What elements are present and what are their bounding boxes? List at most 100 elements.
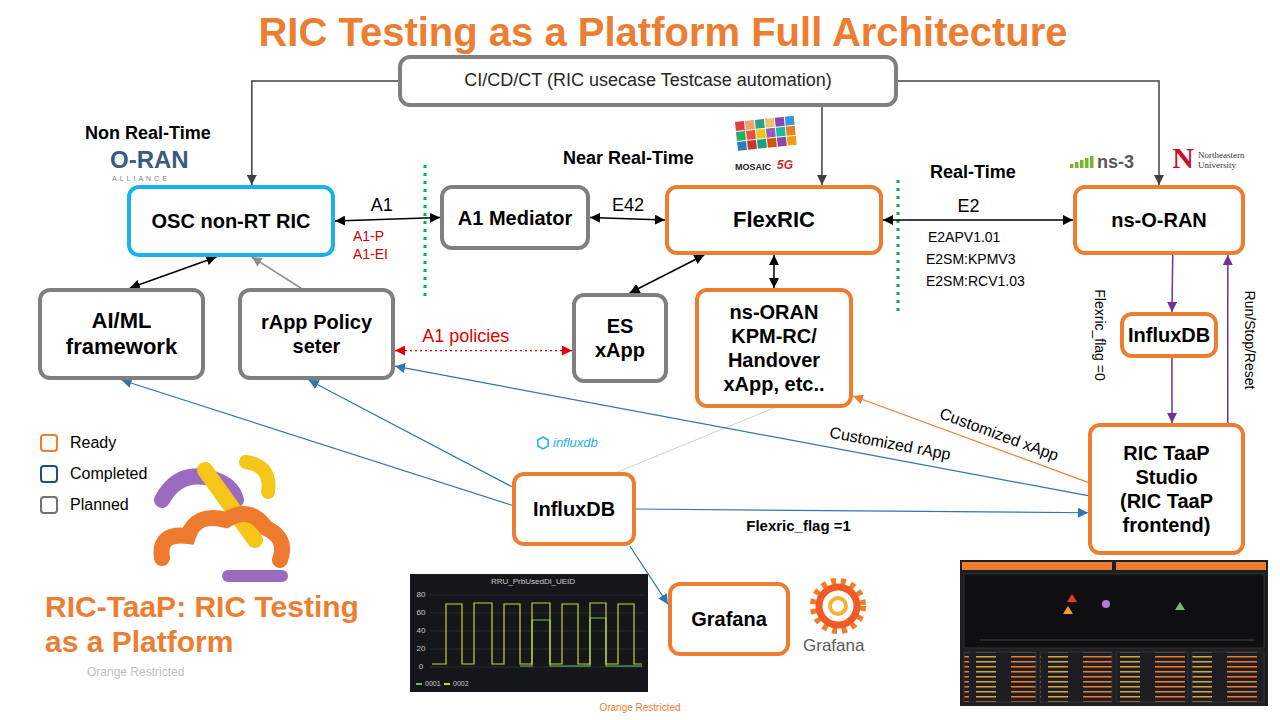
box-text: RIC TaaP Studio (RIC TaaP frontend): [1117, 441, 1217, 537]
connector: [252, 81, 398, 185]
legend-swatch: [40, 496, 58, 514]
logo-text: MOSAIC: [735, 162, 771, 172]
taap-logo: [162, 462, 283, 576]
interface-name: A1-EI: [353, 246, 388, 262]
box-text: rApp Policy seter: [250, 310, 383, 358]
series-swatch: [416, 683, 422, 685]
connector: [630, 255, 705, 293]
connector: [122, 380, 513, 505]
axis-tick: 80: [417, 590, 426, 599]
connector: [590, 218, 665, 221]
signal-bar: [1070, 164, 1074, 168]
protocol-version: E2SM:KPMV3: [926, 251, 1015, 267]
table-panel: [1192, 652, 1264, 702]
box-text: InfluxDB: [533, 497, 615, 521]
logo-text: N: [1172, 141, 1194, 176]
connector-label: A1 policies: [419, 325, 512, 346]
screenshot-ground: [960, 560, 1268, 706]
connector-label: E2: [954, 196, 982, 217]
process-box: InfluxDB: [1120, 312, 1218, 358]
connector: [395, 350, 572, 351]
legend-text: Ready: [70, 434, 116, 452]
process-box: CI/CD/CT (RIC usecase Testcase automatio…: [398, 55, 898, 107]
logo-ring: [830, 598, 846, 614]
box-text: A1 Mediator: [458, 206, 572, 230]
process-box: ES xApp: [572, 293, 668, 383]
logo-tile: [736, 131, 746, 141]
logo-stroke: [162, 514, 283, 560]
logo-text: O-RAN: [110, 146, 189, 174]
table-panel: [964, 652, 1036, 702]
grid-line: [430, 667, 644, 668]
signal-bar: [1085, 158, 1089, 168]
connector: [252, 257, 301, 288]
mosaic-logo: [735, 116, 797, 151]
box-text: InfluxDB: [1128, 323, 1210, 347]
interface-name: A1-P: [353, 228, 384, 244]
series-name: 0001: [425, 680, 441, 688]
logo-tile: [767, 138, 777, 148]
process-box: ns-ORAN KPM-RC/ Handover xApp, etc..: [695, 288, 853, 408]
signal-bar: [1090, 156, 1094, 168]
process-box: InfluxDB: [512, 472, 636, 546]
logo-tile: [747, 140, 757, 150]
connector: [309, 380, 512, 487]
plot-marker: [1175, 602, 1185, 610]
process-box: AI/ML framework: [38, 288, 205, 380]
grafana-logo: [813, 581, 863, 631]
section-heading: Non Real-Time: [85, 123, 211, 144]
logo-tile: [746, 130, 756, 140]
logo-tile: [756, 129, 766, 139]
influxdb-icon: [538, 437, 548, 449]
logo-stroke: [246, 462, 269, 492]
chart-line: [432, 603, 642, 664]
connector: [630, 546, 668, 604]
plot-marker: [1067, 594, 1077, 602]
logo-tile: [745, 120, 755, 130]
logo-tile: [757, 139, 767, 149]
legend-swatch: [40, 465, 58, 483]
logo-text: 5G: [777, 159, 793, 173]
section-heading: Real-Time: [930, 162, 1016, 183]
connector: [130, 257, 217, 288]
watermark: Orange Restricted: [87, 666, 184, 680]
connector: [883, 219, 1073, 221]
logo-tile: [766, 128, 776, 138]
grafana-chart: [410, 574, 648, 692]
grid-line: [430, 595, 644, 596]
connector-label: E42: [609, 194, 647, 215]
watermark: Orange Restricted: [599, 702, 680, 714]
signal-bar: [1080, 160, 1084, 168]
table-panel: [1116, 652, 1188, 702]
logo-tile: [737, 141, 747, 151]
connector: [773, 255, 775, 288]
process-box: RIC TaaP Studio (RIC TaaP frontend): [1088, 423, 1245, 555]
protocol-version: E2SM:RCV1.03: [926, 273, 1025, 289]
logo-tile: [785, 116, 795, 126]
protocol-version: E2APV1.01: [928, 229, 1000, 245]
logo-text: ALLIANCE: [112, 175, 170, 183]
plot-panel: [964, 574, 1264, 648]
box-text: ns-O-RAN: [1111, 208, 1207, 232]
connector: [1171, 255, 1173, 312]
connector-label: Flexric_flag =0: [1092, 286, 1108, 383]
logo-tile: [776, 127, 786, 137]
box-text: Grafana: [691, 607, 767, 631]
process-box: OSC non-RT RIC: [127, 185, 335, 257]
box-text: AI/ML framework: [50, 308, 193, 361]
axis-tick: 40: [417, 626, 426, 635]
connector: [636, 509, 1088, 513]
legend-text: Completed: [70, 465, 147, 483]
boundary-line: [897, 180, 900, 312]
series-swatch: [444, 683, 450, 685]
table-panel: [1040, 652, 1112, 702]
signal-bar: [1075, 162, 1079, 168]
logo-text: Grafana: [803, 636, 864, 656]
box-text: ES xApp: [590, 314, 650, 362]
box-text: CI/CD/CT (RIC usecase Testcase automatio…: [464, 70, 831, 92]
box-text: FlexRIC: [733, 207, 815, 233]
axis-tick: 0: [419, 662, 423, 671]
process-box: Grafana: [668, 582, 790, 656]
section-heading: Near Real-Time: [563, 148, 694, 169]
series-name: 0002: [453, 680, 469, 688]
